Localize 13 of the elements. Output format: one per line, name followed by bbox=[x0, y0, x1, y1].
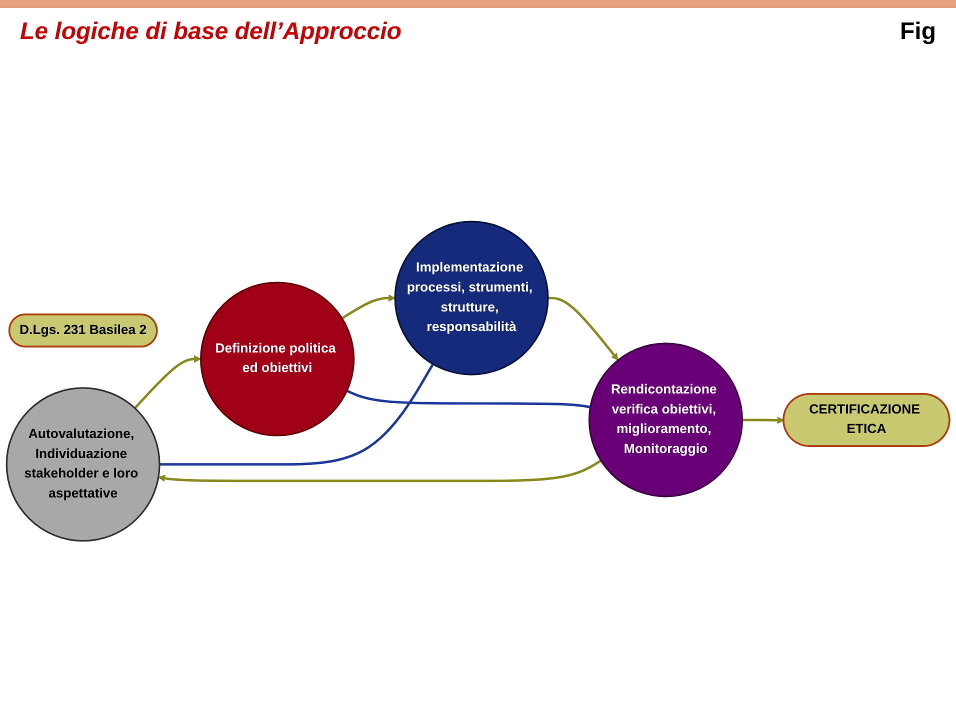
arrow bbox=[548, 296, 618, 360]
arrow bbox=[134, 355, 202, 409]
node-circle: Implementazione processi, strumenti, strutture, responsabilità bbox=[394, 220, 549, 376]
arrow bbox=[341, 294, 396, 320]
node-circle: Autovalutazione, Individuazione stakeholder e loro aspettative bbox=[6, 386, 160, 542]
diagram-title: Le logiche di base dell’Approccio bbox=[20, 18, 402, 46]
connector bbox=[346, 389, 591, 408]
node-circle: Definizione politica ed obiettivi bbox=[200, 282, 355, 436]
figure-label: Fig bbox=[900, 18, 936, 45]
arrow bbox=[742, 416, 784, 424]
node-circle: Rendicontazione verifica obiettivi, miglioramento, Monitoraggio bbox=[588, 342, 743, 498]
connector bbox=[160, 363, 434, 466]
arrow bbox=[158, 459, 602, 482]
